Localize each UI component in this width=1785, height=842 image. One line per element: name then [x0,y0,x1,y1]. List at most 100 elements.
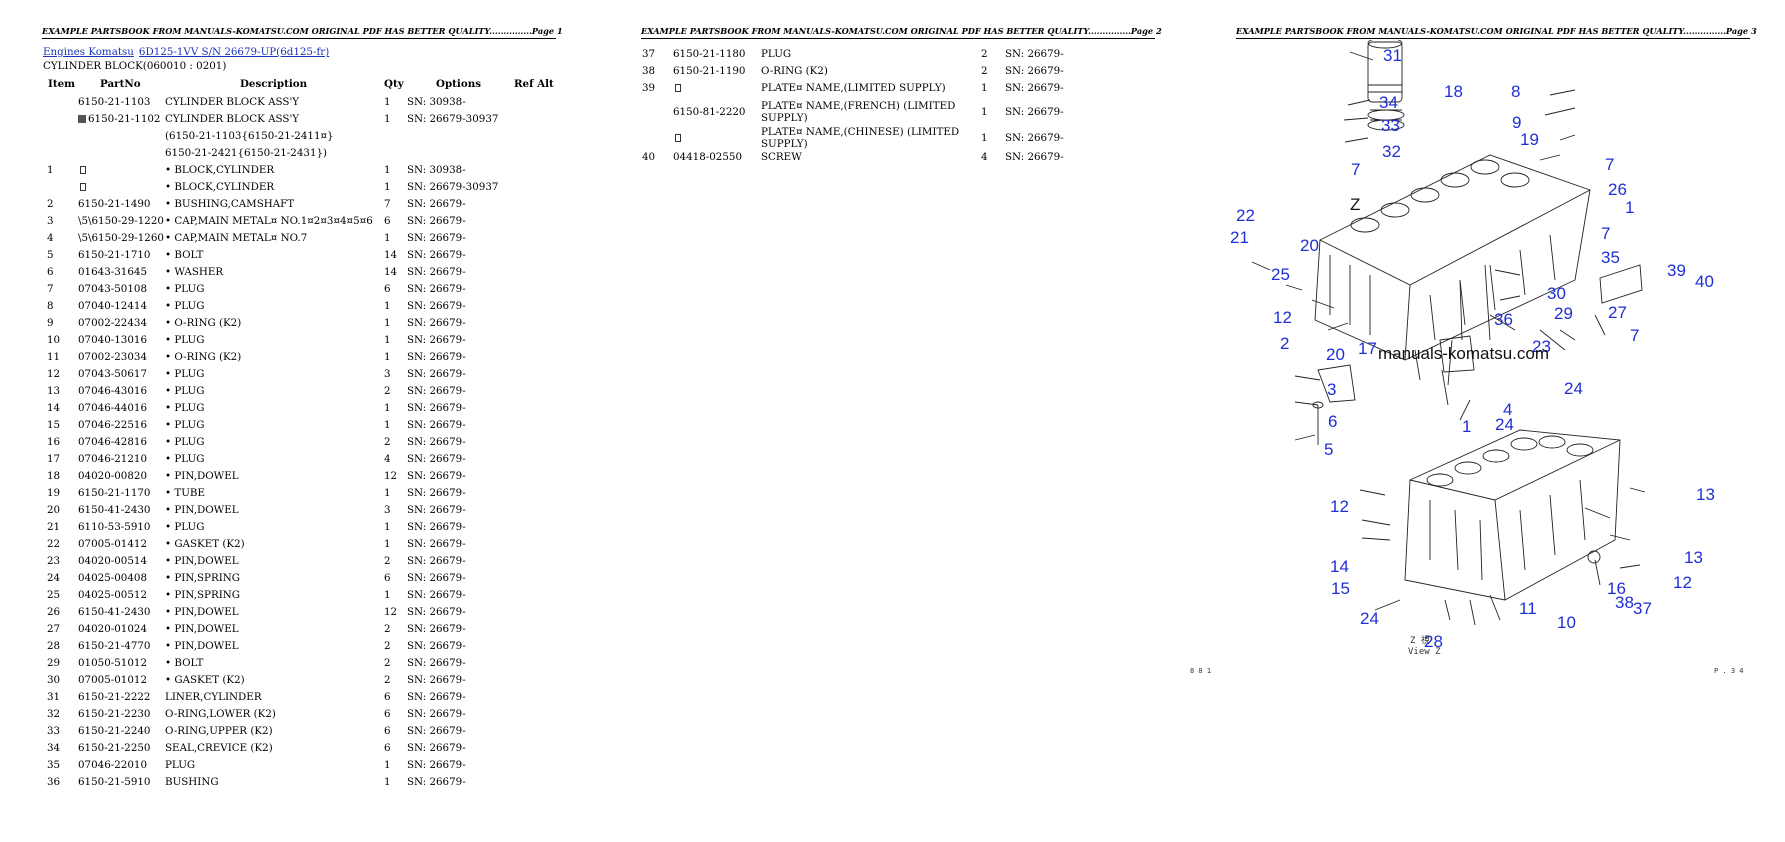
cell-item: 1 [47,164,54,176]
cell-description: • GASKET (K2) [165,674,245,686]
cell-options: SN: 26679- [407,470,466,482]
cell-options: SN: 26679- [407,453,466,465]
cell-options: SN: 26679- [407,708,466,720]
part-callout-number: 20 [1300,236,1319,255]
cell-qty: 1 [384,419,391,431]
part-callout-number: 7 [1605,155,1614,174]
cell-options: SN: 26679- [407,317,466,329]
cell-description: • CAP,MAIN METAL¤ NO.7 [165,232,308,244]
part-callout-number: 40 [1695,272,1714,291]
cell-description: • PLUG [165,402,205,414]
cell-item: 39 [642,82,656,94]
breadcrumb-link-model[interactable]: 6D125-1VV S/N 26679-UP(6d125-fr) [138,46,330,58]
cell-description: PLUG [165,759,196,771]
part-callout-number: 20 [1326,345,1345,364]
col-header-item: Item [48,78,76,90]
cell-description: (6150-21-1103{6150-21-2411¤} [165,130,334,142]
cell-description: SEAL,CREVICE (K2) [165,742,273,754]
cell-qty: 1 [384,113,391,125]
cell-description: • O-RING (K2) [165,351,242,363]
cell-qty: 4 [384,453,391,465]
cell-item: 13 [47,385,61,397]
part-callout-number: 24 [1564,379,1583,398]
parts-page-1: EXAMPLE PARTSBOOK FROM MANUALS-KOMATSU.C… [0,0,595,842]
cell-description: O-RING,LOWER (K2) [165,708,276,720]
part-callout-number: 38 [1615,593,1634,612]
cell-options: SN: 26679- [1005,106,1064,118]
part-callout-number: 2 [1280,334,1289,353]
cell-item: 12 [47,368,61,380]
cell-description: PLATE¤ NAME,(FRENCH) (LIMITED SUPPLY) [761,100,956,124]
cell-item: 20 [47,504,61,516]
cell-qty: 12 [384,470,398,482]
cell-partno: 07043-50617 [78,368,147,380]
lower-cylinder-block-drawing [1359,429,1646,626]
header-text: EXAMPLE PARTSBOOK FROM MANUALS-KOMATSU.C… [641,26,1131,36]
cell-item: 33 [47,725,61,737]
cell-item: 23 [47,555,61,567]
cell-partno: 04025-00408 [78,572,147,584]
cell-options: SN: 26679- [407,572,466,584]
col-header-options: Options [436,78,481,90]
cell-description: • BOLT [165,657,204,669]
part-callout-number: 29 [1554,304,1573,323]
header-text: EXAMPLE PARTSBOOK FROM MANUALS-KOMATSU.C… [42,26,532,36]
cell-partno: 07046-22516 [78,419,147,431]
part-callout-number: 37 [1633,599,1652,618]
cell-qty: 1 [384,759,391,771]
parts-page-2: EXAMPLE PARTSBOOK FROM MANUALS-KOMATSU.C… [595,0,1190,842]
breadcrumb-link-engines[interactable]: Engines Komatsu [43,46,134,58]
cell-item: 18 [47,470,61,482]
cell-item: 4 [47,232,54,244]
watermark-text: manuals-komatsu.com [1378,344,1549,363]
cell-options: SN: 26679- [407,351,466,363]
cell-options: SN: 26679- [1005,82,1064,94]
cell-partno: 6150-21-1102 [88,113,161,125]
cell-item: 25 [47,589,61,601]
cell-qty: 14 [384,249,398,261]
cell-qty: 1 [384,521,391,533]
part-callout-number: 39 [1667,261,1686,280]
page-header: EXAMPLE PARTSBOOK FROM MANUALS-KOMATSU.C… [641,26,1162,39]
cell-qty: 1 [384,589,391,601]
cell-qty: 1 [384,776,391,788]
cell-qty: 1 [981,82,988,94]
cell-partno: 6150-21-2222 [78,691,151,703]
part-callout-number: 21 [1230,228,1249,247]
cell-description: • PLUG [165,368,205,380]
part-callout-number: 5 [1324,440,1333,459]
cell-description: • PLUG [165,385,205,397]
cell-options: SN: 30938- [407,164,466,176]
cell-partno: 07046-43016 [78,385,147,397]
cell-partno: 6150-41-2430 [78,606,151,618]
missing-glyph-box [80,166,86,174]
cell-partno: 6150-21-1190 [673,65,746,77]
cell-options: SN: 26679-30937 [407,181,499,193]
cell-item: 35 [47,759,61,771]
cell-partno: 6150-21-2230 [78,708,151,720]
cell-description: SCREW [761,151,802,163]
cell-options: SN: 26679- [407,300,466,312]
cell-description: O-RING (K2) [761,65,828,77]
part-callout-number: 22 [1236,206,1255,225]
part-callout-number: 13 [1684,548,1703,567]
cell-options: SN: 26679- [407,487,466,499]
cell-item: 40 [642,151,656,163]
cell-item: 9 [47,317,54,329]
part-callout-number: 12 [1273,308,1292,327]
cell-partno: 6150-21-1170 [78,487,151,499]
cell-qty: 6 [384,725,391,737]
cell-options: SN: 26679- [407,198,466,210]
cell-description: • PLUG [165,300,205,312]
cell-options: SN: 26679- [407,555,466,567]
cell-description: LINER,CYLINDER [165,691,262,703]
cell-options: SN: 26679- [407,776,466,788]
cell-qty: 1 [384,164,391,176]
cell-partno: 6150-81-2220 [673,106,746,118]
cell-options: SN: 26679- [407,521,466,533]
page-number: Page 1 [531,26,563,36]
cell-item: 17 [47,453,61,465]
cell-partno: 6150-21-1490 [78,198,151,210]
page-header: EXAMPLE PARTSBOOK FROM MANUALS-KOMATSU.C… [42,26,563,39]
part-callout-number: 17 [1358,339,1377,358]
